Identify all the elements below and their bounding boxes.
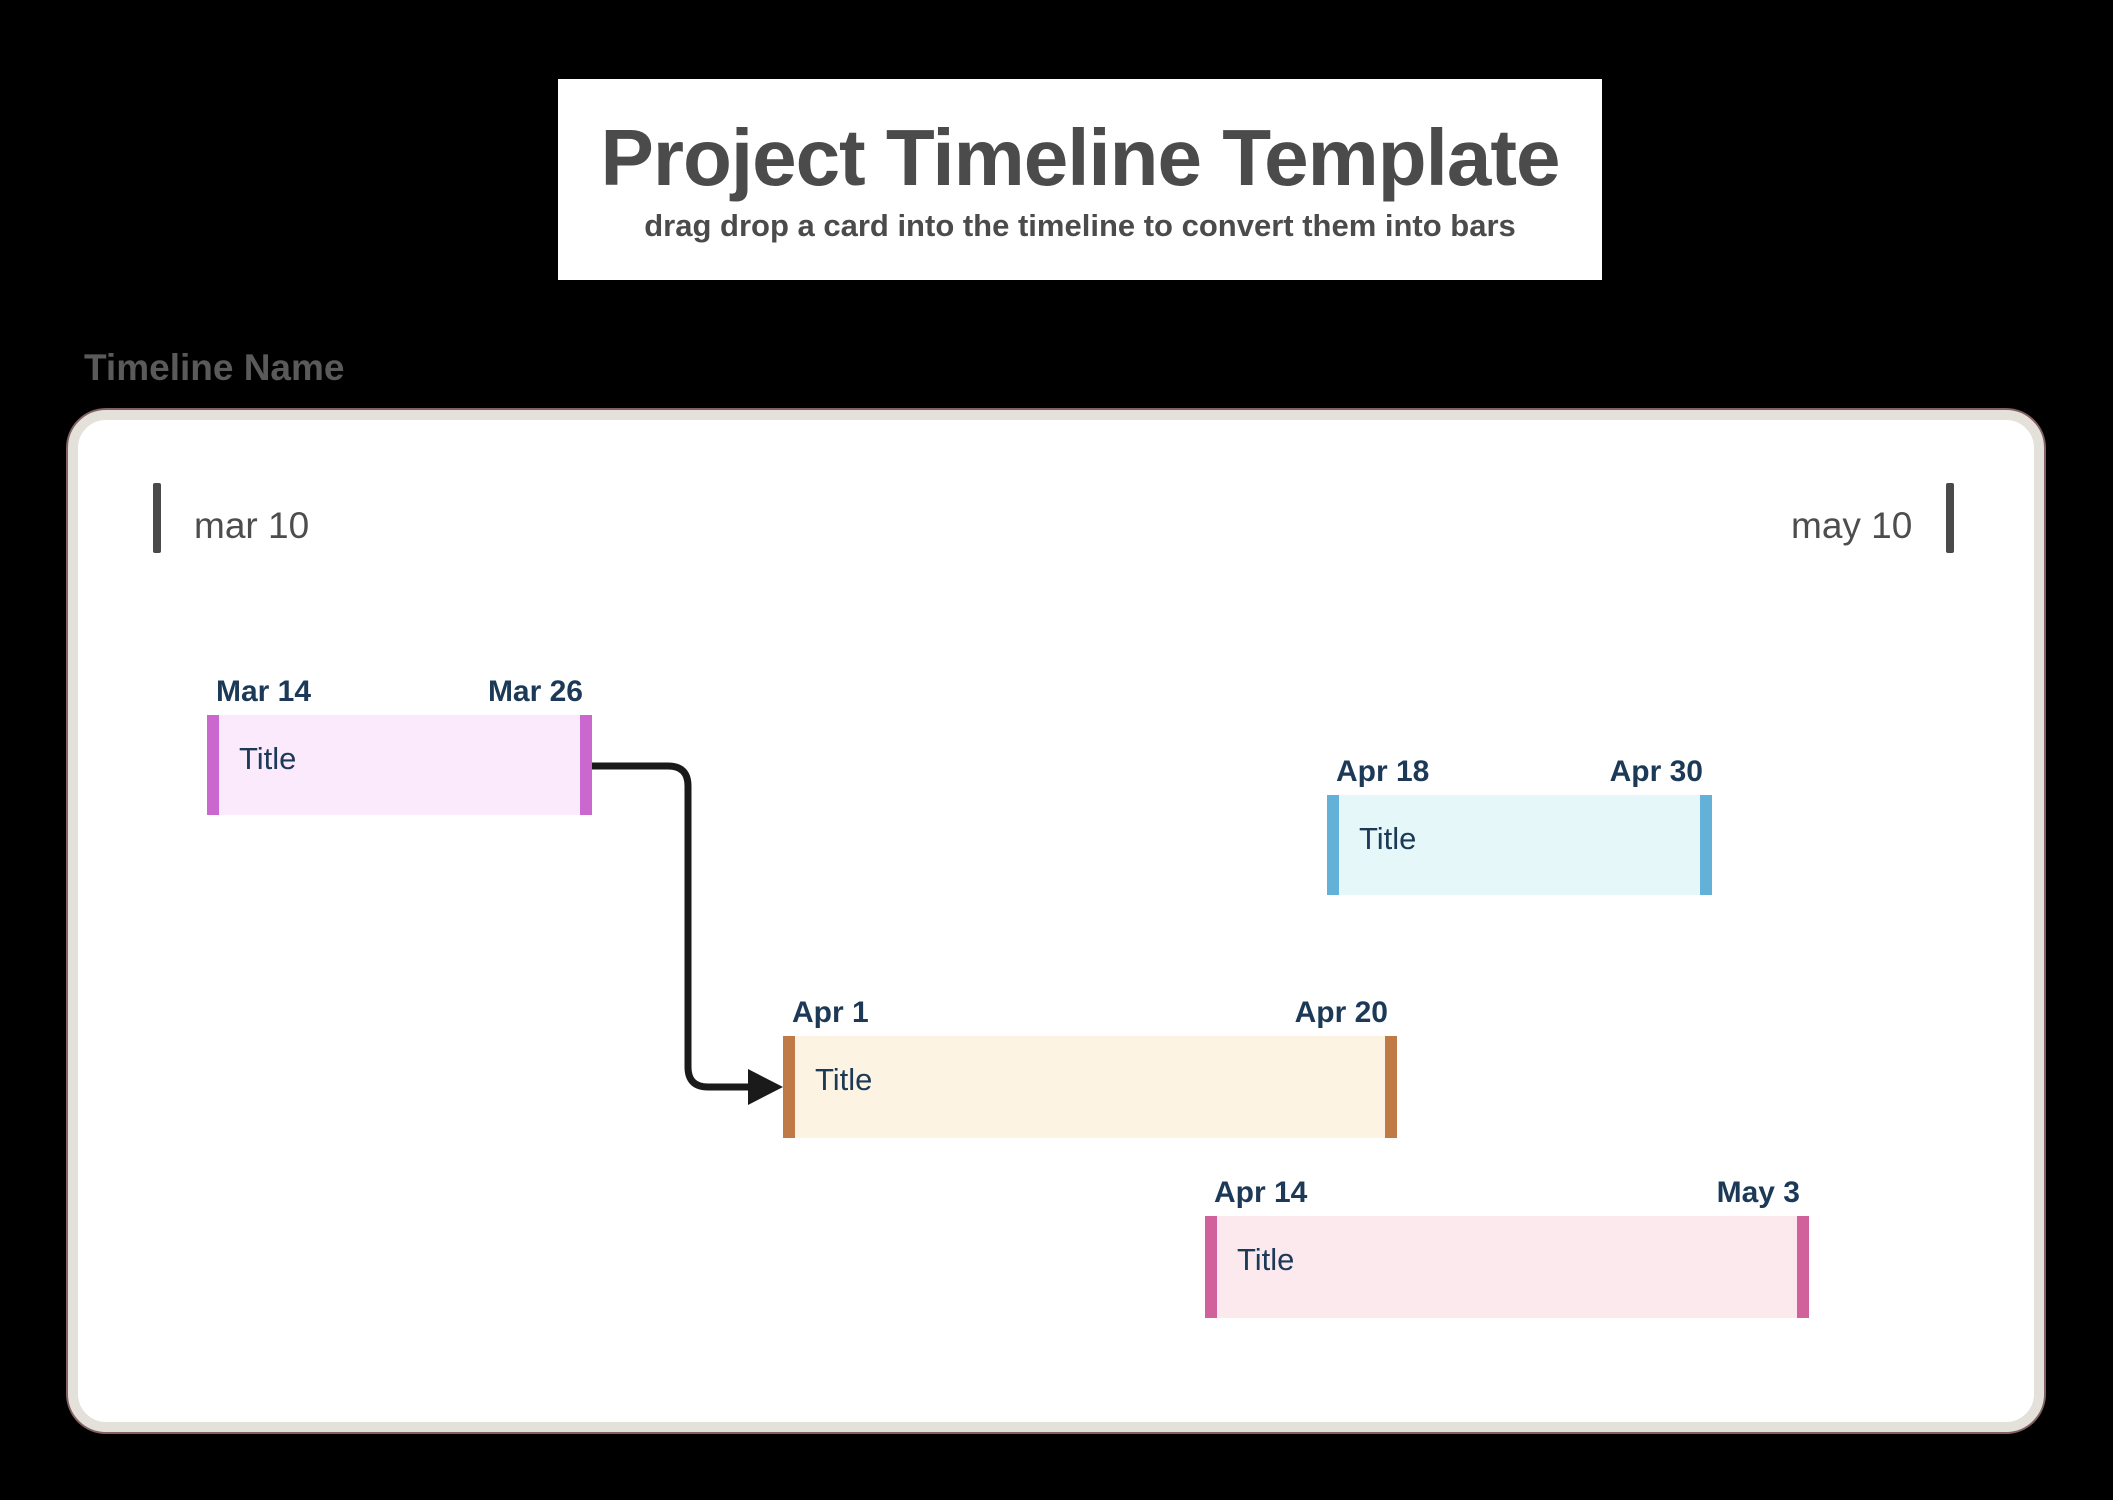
timeline-bar[interactable]: Title bbox=[207, 715, 592, 815]
bar-start-handle[interactable] bbox=[1205, 1216, 1217, 1318]
timeline-end-tick bbox=[1946, 483, 1954, 553]
timeline-bar[interactable]: Title bbox=[1327, 795, 1712, 895]
bar-end-date: Apr 20 bbox=[1294, 996, 1388, 1029]
bar-title[interactable]: Title bbox=[815, 1062, 873, 1097]
bar-end-handle[interactable] bbox=[1385, 1036, 1397, 1138]
bar-end-handle[interactable] bbox=[580, 715, 592, 815]
timeline-bar-group: Apr 14 May 3 Title bbox=[1205, 1176, 1809, 1318]
bar-title[interactable]: Title bbox=[1359, 821, 1417, 856]
header-card[interactable]: Project Timeline Template drag drop a ca… bbox=[558, 79, 1602, 280]
bar-start-date: Apr 18 bbox=[1336, 755, 1430, 788]
bar-start-date: Apr 14 bbox=[1214, 1176, 1308, 1209]
bar-start-handle[interactable] bbox=[207, 715, 219, 815]
bar-end-date: Mar 26 bbox=[487, 675, 583, 708]
bar-start-handle[interactable] bbox=[1327, 795, 1339, 895]
timeline-bar-group: Apr 1 Apr 20 Title bbox=[783, 996, 1397, 1138]
timeline-name-label[interactable]: Timeline Name bbox=[84, 347, 345, 388]
bar-start-date: Apr 1 bbox=[792, 996, 869, 1029]
timeline-end-label[interactable]: may 10 bbox=[1791, 505, 1913, 546]
bar-end-handle[interactable] bbox=[1797, 1216, 1809, 1318]
timeline-bar[interactable]: Title bbox=[783, 1036, 1397, 1138]
page-title: Project Timeline Template bbox=[600, 112, 1560, 202]
bar-end-handle[interactable] bbox=[1700, 795, 1712, 895]
page-subtitle: drag drop a card into the timeline to co… bbox=[644, 207, 1516, 243]
timeline-bar-group: Apr 18 Apr 30 Title bbox=[1327, 755, 1712, 895]
timeline-bar-group: Mar 14 Mar 26 Title bbox=[207, 675, 592, 815]
timeline-bar[interactable]: Title bbox=[1205, 1216, 1809, 1318]
bar-title[interactable]: Title bbox=[239, 741, 297, 776]
bar-start-date: Mar 14 bbox=[216, 675, 312, 708]
timeline-start-tick bbox=[153, 483, 161, 553]
timeline-start-label[interactable]: mar 10 bbox=[194, 505, 310, 546]
bar-start-handle[interactable] bbox=[783, 1036, 795, 1138]
bar-end-date: May 3 bbox=[1716, 1176, 1800, 1209]
bar-title[interactable]: Title bbox=[1237, 1242, 1295, 1277]
bar-end-date: Apr 30 bbox=[1609, 755, 1703, 788]
